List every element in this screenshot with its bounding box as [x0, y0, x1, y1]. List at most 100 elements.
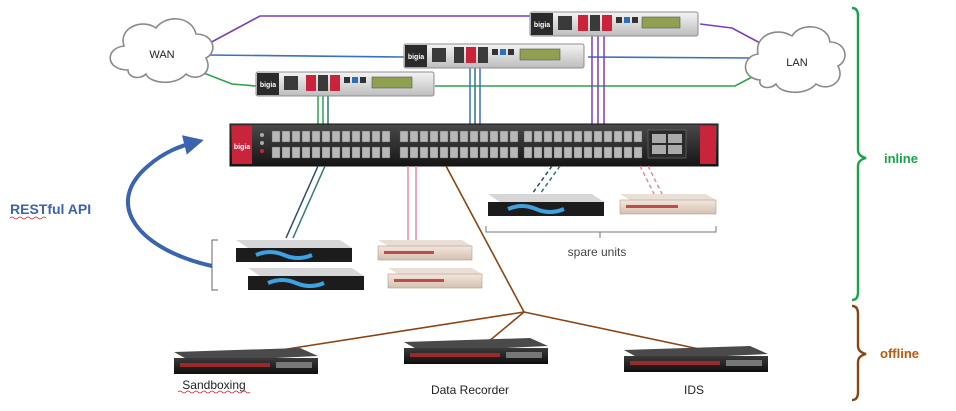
switch-port	[489, 130, 499, 143]
switch-port	[281, 146, 291, 159]
logo-text: bigia	[234, 144, 250, 151]
lan-cloud-shape	[744, 26, 846, 94]
offline-label: offline	[880, 346, 919, 361]
switch-port	[341, 130, 351, 143]
offline-tool-sandboxing	[174, 348, 318, 374]
switch-port	[509, 146, 519, 159]
switch-port	[553, 146, 563, 159]
switch-port	[603, 146, 613, 159]
switch-port	[509, 130, 519, 143]
switch-port	[321, 130, 331, 143]
switch-port	[633, 130, 643, 143]
switch-port	[499, 130, 509, 143]
bypass-appliance-bottom: bigia	[255, 71, 435, 97]
spellcheck-underline	[177, 390, 251, 394]
spare-units-label: spare units	[568, 245, 627, 259]
switch-port	[573, 130, 583, 143]
switch-port	[603, 130, 613, 143]
switch-port	[479, 130, 489, 143]
inline-tool-links	[285, 165, 663, 240]
switch-port	[419, 146, 429, 159]
switch-port	[553, 130, 563, 143]
inline-bracket: inline	[851, 6, 918, 302]
wan-lan-links	[195, 15, 763, 87]
switch-port	[533, 130, 543, 143]
switch-port	[311, 130, 321, 143]
lan-label: LAN	[786, 57, 807, 69]
switch-port	[381, 130, 391, 143]
inline-tool-blue-1	[236, 240, 352, 262]
switch-port	[361, 130, 371, 143]
switch-port	[271, 130, 281, 143]
switch-port	[563, 146, 573, 159]
wan-cloud: WAN	[109, 18, 214, 84]
switch-port	[459, 146, 469, 159]
offline-tool-label-ids: IDS	[684, 383, 704, 397]
spare-unit-beige	[619, 194, 717, 215]
switch-port	[583, 146, 593, 159]
switch-port	[331, 146, 341, 159]
switch-port	[439, 130, 449, 143]
bypass-appliance-middle: bigia	[403, 43, 585, 69]
switch-port	[301, 146, 311, 159]
switch-port	[361, 146, 371, 159]
switch-port	[409, 146, 419, 159]
switch-port	[459, 130, 469, 143]
switch-port	[409, 130, 419, 143]
logo-text: bigia	[260, 82, 276, 89]
switch-port	[489, 146, 499, 159]
offline-tool-links	[267, 165, 705, 353]
api-tools-bracket	[211, 239, 218, 291]
inline-tool-beige-1	[377, 240, 473, 261]
switch-port	[469, 146, 479, 159]
switch-port	[371, 130, 381, 143]
switch-port	[543, 130, 553, 143]
switch-port	[429, 130, 439, 143]
switch-port	[633, 146, 643, 159]
switch-port	[399, 146, 409, 159]
switch-port	[331, 130, 341, 143]
spare-units-bracket	[485, 226, 717, 233]
spellcheck-underline	[9, 216, 47, 220]
wan-cloud-shape	[109, 18, 214, 84]
switch-port	[479, 146, 489, 159]
inline-tool-beige-2	[387, 268, 483, 289]
switch-port	[351, 130, 361, 143]
offline-tool-ids	[624, 346, 768, 372]
bypass-appliance-top: bigia	[529, 11, 699, 37]
logo-text: bigia	[534, 22, 550, 29]
wan-purple-link	[205, 15, 530, 46]
switch-port	[593, 146, 603, 159]
logo-text: bigia	[408, 54, 424, 61]
lan-blue-link	[587, 56, 753, 59]
switch-port	[429, 146, 439, 159]
switch-port-banks	[271, 130, 643, 159]
wan-label: WAN	[149, 49, 174, 61]
lan-purple-link	[699, 23, 763, 45]
switch-port	[523, 146, 533, 159]
switch-port	[281, 130, 291, 143]
wan-blue-link	[205, 54, 405, 58]
switch-port	[381, 146, 391, 159]
offline-tool-label-data-recorder: Data Recorder	[431, 383, 509, 397]
spare-unit-blue	[488, 194, 604, 216]
switch-port	[291, 130, 301, 143]
switch-port	[419, 130, 429, 143]
offline-tool-label-sandboxing: Sandboxing	[182, 378, 245, 392]
lan-green-link	[435, 75, 755, 87]
restful-api-label: RESTful API	[10, 201, 91, 217]
switch-port	[399, 130, 409, 143]
switch-port	[499, 146, 509, 159]
packet-broker-switch: bigia	[229, 123, 719, 167]
switch-port	[613, 146, 623, 159]
switch-port	[449, 130, 459, 143]
appliance-to-switch-links	[317, 36, 605, 126]
switch-port	[449, 146, 459, 159]
switch-port	[341, 146, 351, 159]
switch-port	[543, 146, 553, 159]
inline-label: inline	[884, 151, 918, 166]
switch-port	[321, 146, 331, 159]
inline-tool-blue-2	[248, 268, 364, 290]
